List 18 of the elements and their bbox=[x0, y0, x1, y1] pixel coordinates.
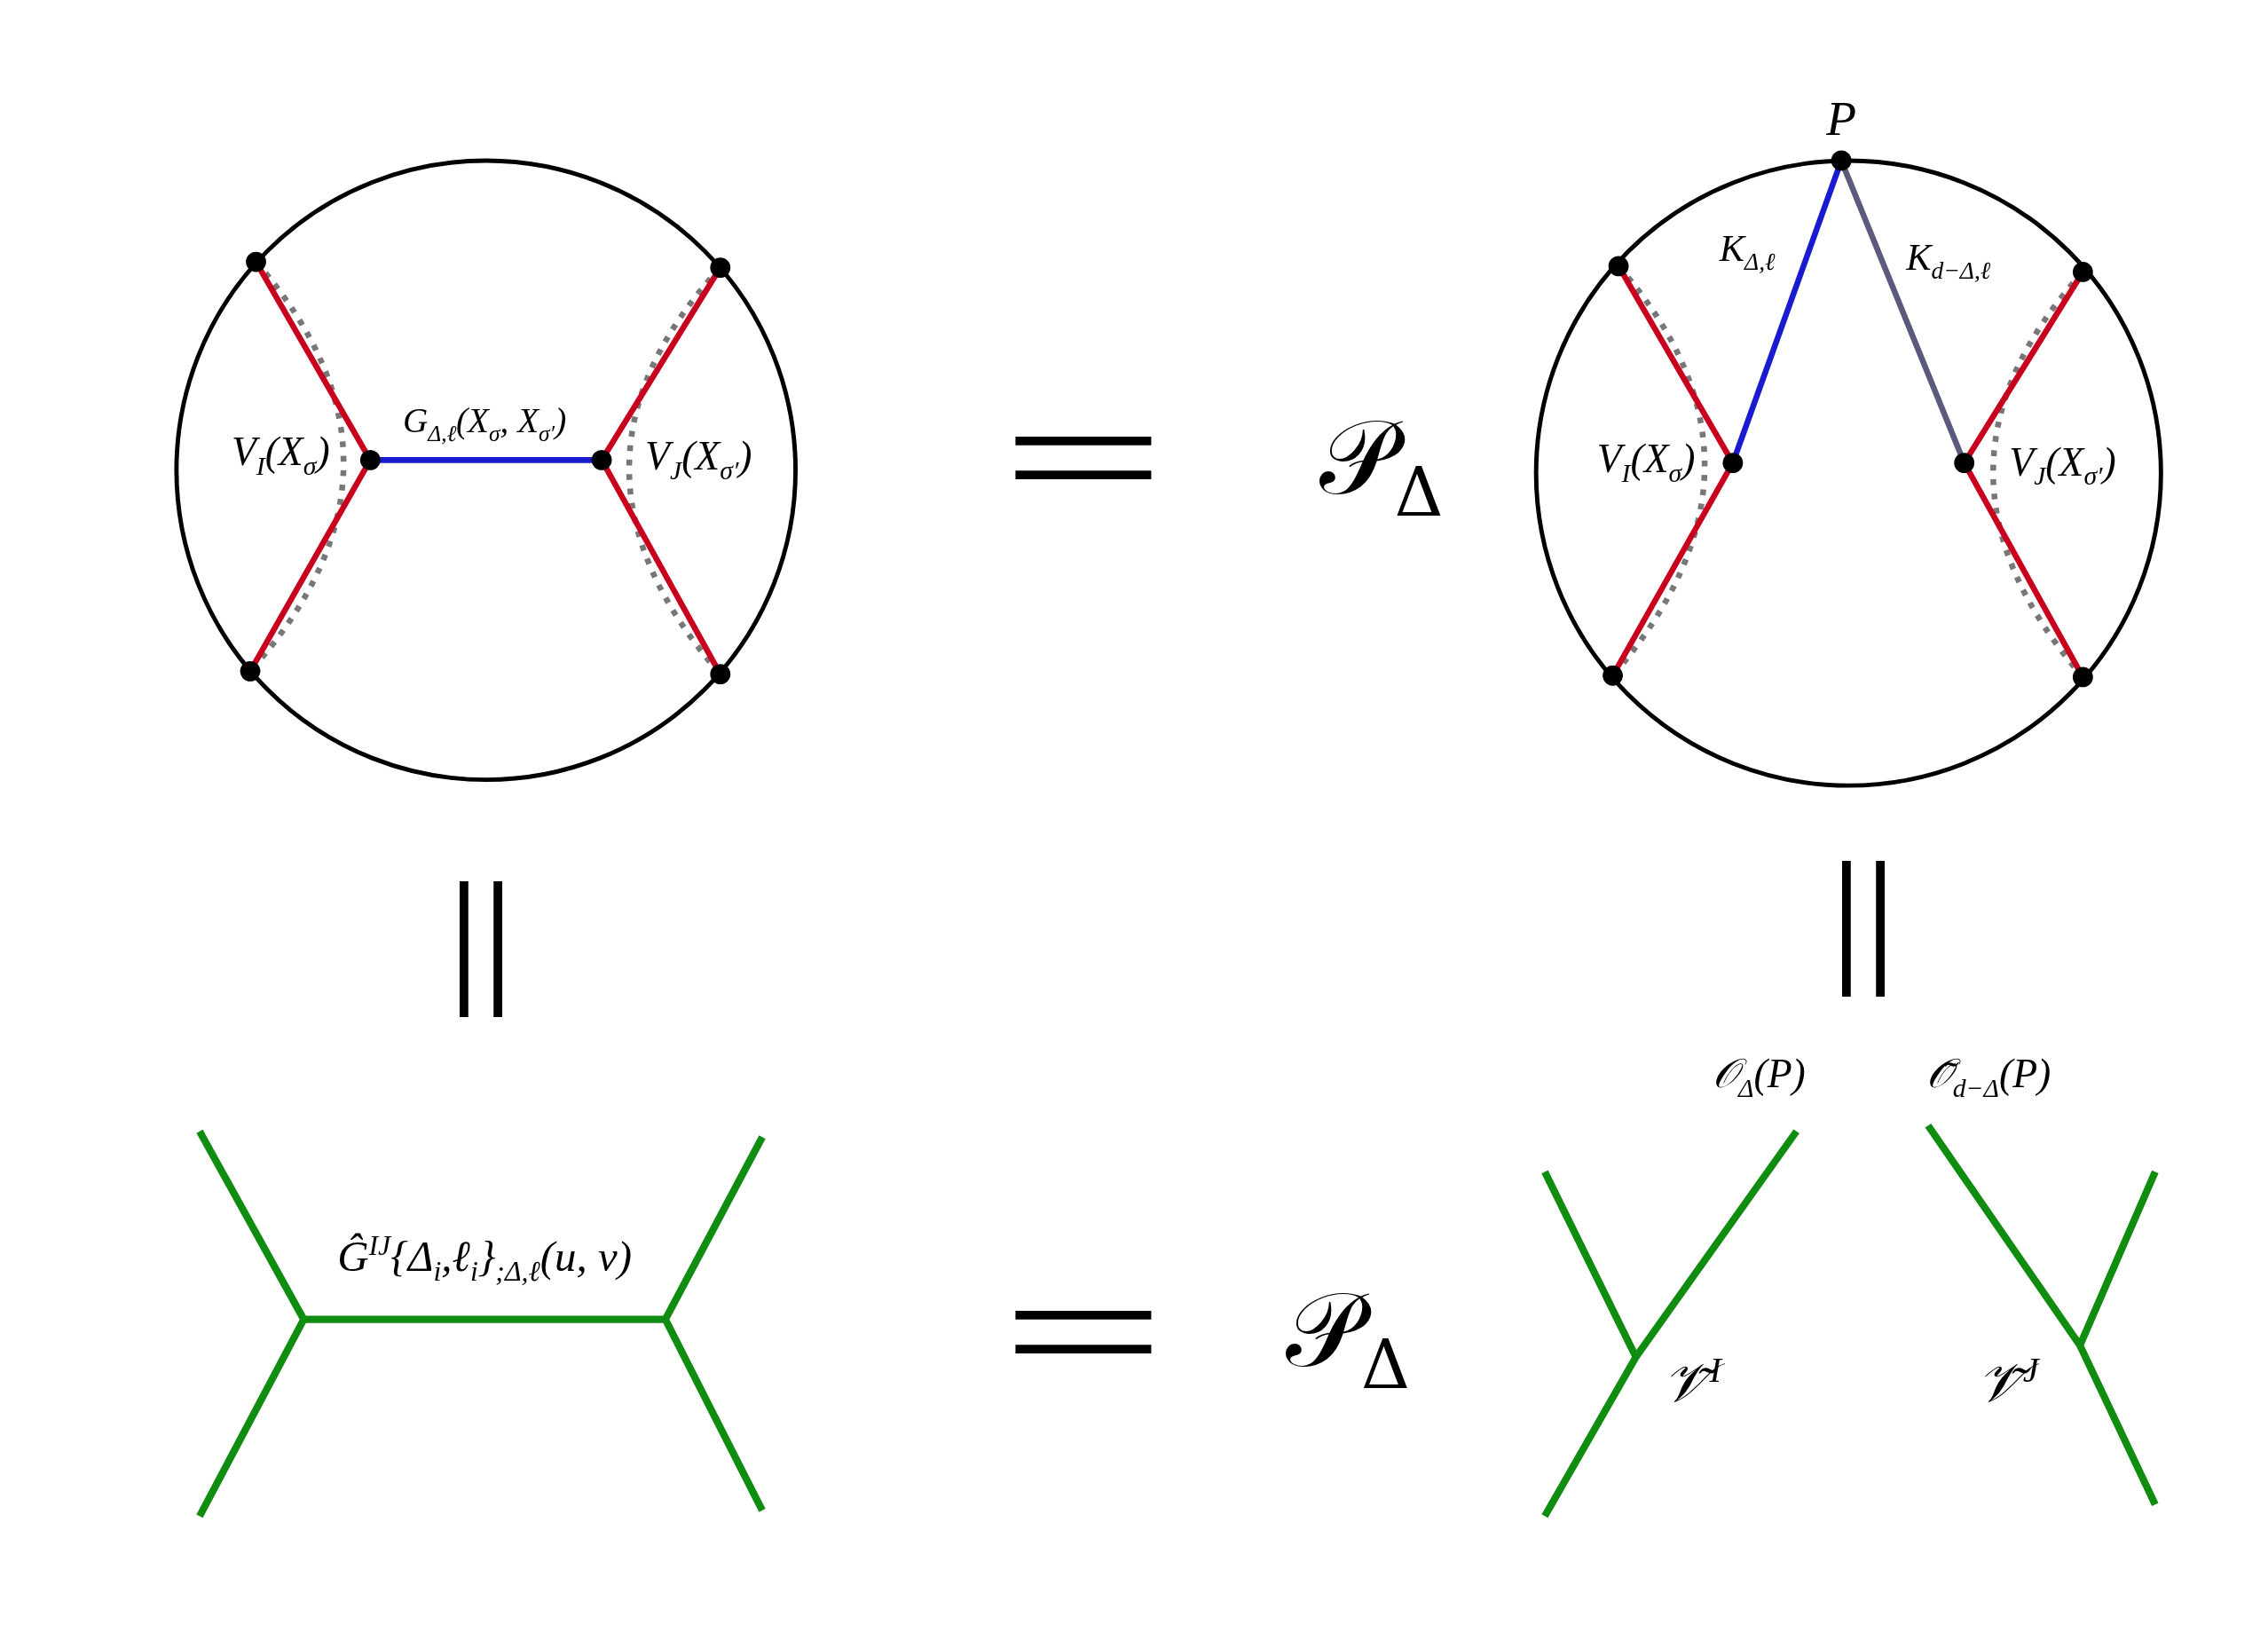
math-label: K$_{Δ,ℓ}$ bbox=[1719, 230, 1776, 276]
math-label: G$_{Δ,ℓ}$(X$_{σ}$, X$_{σ′}$) bbox=[402, 403, 567, 445]
equals-sign: = bbox=[1761, 838, 1979, 1020]
equals-sign: = bbox=[992, 343, 1175, 560]
math-label: V$_{J}$(X$_{σ′}$) bbox=[645, 436, 752, 485]
math-label: V$_{I}$(X$_{σ}$) bbox=[1596, 438, 1696, 487]
math-label: V$_{J}$(X$_{σ′}$) bbox=[2009, 442, 2116, 490]
equals-sign: = bbox=[992, 1216, 1175, 1434]
math-label: V$_{I}$(X$_{σ}$) bbox=[231, 431, 330, 480]
math-label: 𝒫$_{Δ}$ bbox=[1286, 1277, 1411, 1400]
math-label: 𝒫$_{Δ}$ bbox=[1319, 405, 1444, 527]
equals-sign: = bbox=[379, 857, 596, 1040]
math-label: 𝒱̃$^{J}$ bbox=[1976, 1353, 2039, 1411]
math-label: P bbox=[1826, 93, 1857, 144]
math-label: 𝒪$_{Δ}$(P) bbox=[1712, 1053, 1806, 1102]
math-label: K$_{d−Δ,ℓ}$ bbox=[1906, 239, 1991, 285]
math-label: Ĝ$^{IJ}${Δ$_{i}$,ℓ$_{i}$}$_{;Δ,ℓ}$(u, v) bbox=[337, 1231, 632, 1286]
math-label: 𝒪̃$_{d−Δ}$(P) bbox=[1926, 1053, 2051, 1102]
